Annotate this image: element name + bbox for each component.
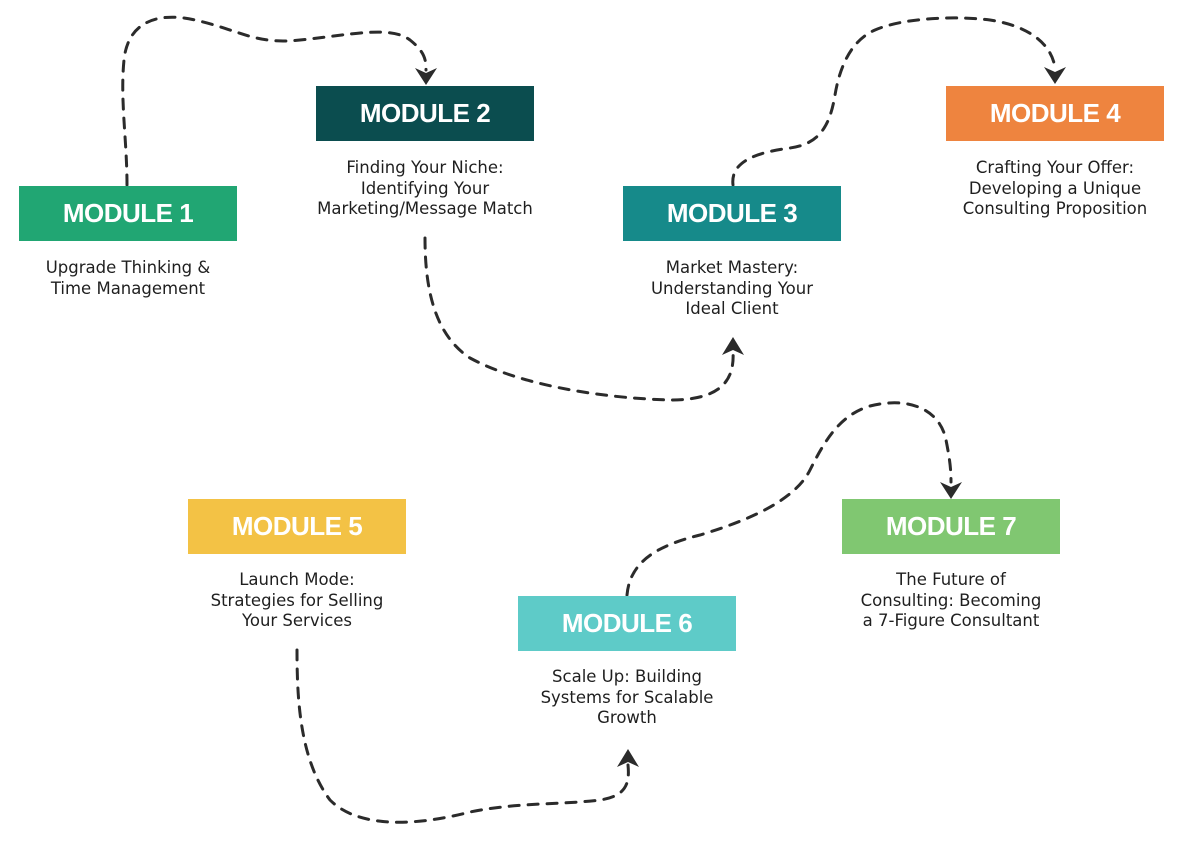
module-7-description: The Future of Consulting: Becoming a 7-F… bbox=[801, 570, 1101, 632]
module-6-desc-line-2: Systems for Scalable bbox=[540, 687, 714, 707]
module-1-description: Upgrade Thinking & Time Management bbox=[0, 258, 278, 299]
module-1-badge: MODULE 1 bbox=[19, 186, 237, 241]
module-1-desc-line-2: Time Management bbox=[50, 278, 206, 298]
arrowhead-module-2 bbox=[415, 68, 437, 85]
arrowhead-module-7 bbox=[940, 482, 962, 499]
module-5-desc-line-2: Strategies for Selling bbox=[210, 590, 384, 610]
arrowhead-module-6 bbox=[617, 749, 639, 767]
module-7-desc-line-1: The Future of bbox=[896, 570, 1006, 589]
module-5-badge: MODULE 5 bbox=[188, 499, 406, 554]
module-7-desc-line-2: Consulting: Becoming bbox=[860, 590, 1042, 610]
module-2-desc-line-3: Marketing/Message Match bbox=[317, 199, 533, 218]
connector-1-to-2 bbox=[121, 15, 428, 187]
module-6-description: Scale Up: Building Systems for Scalable … bbox=[477, 667, 777, 729]
module-2-desc-line-1: Finding Your Niche: bbox=[346, 158, 504, 177]
module-6-desc-line-1: Scale Up: Building bbox=[552, 667, 702, 686]
module-5-desc-line-1: Launch Mode: bbox=[239, 570, 355, 589]
module-3-desc-line-3: Ideal Client bbox=[685, 299, 779, 318]
connector-6-to-7 bbox=[625, 401, 953, 597]
module-2-badge: MODULE 2 bbox=[316, 86, 534, 141]
module-2-description: Finding Your Niche: Identifying Your Mar… bbox=[275, 158, 575, 220]
connector-3-to-4 bbox=[731, 16, 1057, 187]
module-4-desc-line-3: Consulting Proposition bbox=[962, 199, 1148, 218]
module-3-badge: MODULE 3 bbox=[623, 186, 841, 241]
module-4-desc-line-2: Developing a Unique bbox=[968, 178, 1142, 198]
module-5-desc-line-3: Your Services bbox=[241, 611, 353, 630]
module-2-desc-line-2: Identifying Your bbox=[360, 178, 490, 198]
connector-5-to-6 bbox=[295, 648, 630, 824]
module-3-desc-line-2: Understanding Your bbox=[650, 278, 814, 298]
module-3-description: Market Mastery: Understanding Your Ideal… bbox=[582, 258, 882, 320]
module-7-desc-line-3: a 7-Figure Consultant bbox=[862, 611, 1040, 630]
module-3-desc-line-1: Market Mastery: bbox=[665, 258, 799, 277]
connector-2-to-3 bbox=[423, 236, 735, 402]
module-4-badge: MODULE 4 bbox=[946, 86, 1164, 141]
arrowhead-module-3 bbox=[722, 337, 744, 355]
module-5-description: Launch Mode: Strategies for Selling Your… bbox=[147, 570, 447, 632]
arrowhead-module-4 bbox=[1044, 67, 1066, 84]
module-4-desc-line-1: Crafting Your Offer: bbox=[975, 158, 1135, 177]
module-6-badge: MODULE 6 bbox=[518, 596, 736, 651]
module-6-desc-line-3: Growth bbox=[597, 708, 657, 727]
module-1-desc-line-1: Upgrade Thinking & bbox=[45, 258, 211, 277]
module-7-badge: MODULE 7 bbox=[842, 499, 1060, 554]
module-4-description: Crafting Your Offer: Developing a Unique… bbox=[905, 158, 1182, 220]
